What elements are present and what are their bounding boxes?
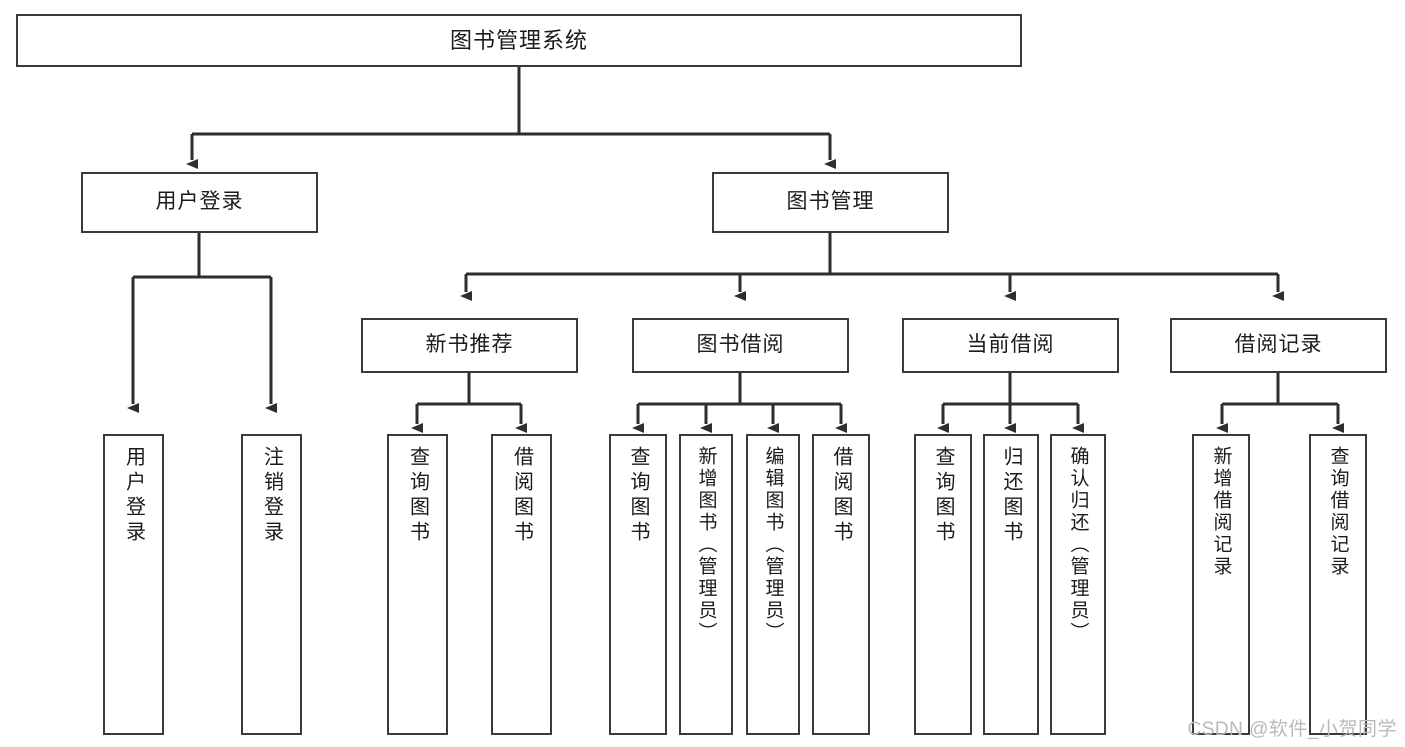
node-label: 借阅图书	[830, 446, 852, 546]
leaf-query-book-3[interactable]: 查询图书	[914, 434, 972, 735]
node-borrow-record[interactable]: 借阅记录	[1170, 318, 1387, 373]
node-label: 借阅记录	[1234, 333, 1323, 357]
node-label: 图书管理	[786, 190, 875, 214]
leaf-query-book-2[interactable]: 查询图书	[609, 434, 667, 735]
node-label: 查询借阅记录	[1327, 446, 1349, 578]
leaf-query-record[interactable]: 查询借阅记录	[1309, 434, 1367, 735]
node-label: 注销登录	[260, 446, 283, 546]
node-book-manage[interactable]: 图书管理	[712, 172, 949, 233]
node-label: 查询图书	[932, 446, 954, 546]
node-label: 归还图书	[1000, 446, 1022, 546]
node-label: 用户登录	[155, 190, 244, 214]
leaf-borrow-book-1[interactable]: 借阅图书	[491, 434, 552, 735]
node-label: 图书管理系统	[449, 27, 588, 53]
leaf-user-login[interactable]: 用户登录	[103, 434, 164, 735]
leaf-logout[interactable]: 注销登录	[241, 434, 302, 735]
node-label: 新增图书（管理员）	[695, 446, 717, 644]
node-book-borrow[interactable]: 图书借阅	[632, 318, 849, 373]
node-label: 编辑图书（管理员）	[762, 446, 784, 644]
leaf-add-record[interactable]: 新增借阅记录	[1192, 434, 1250, 735]
node-label: 确认归还（管理员）	[1067, 446, 1089, 644]
node-label: 查询图书	[406, 446, 429, 546]
leaf-add-book[interactable]: 新增图书（管理员）	[679, 434, 733, 735]
leaf-confirm-return[interactable]: 确认归还（管理员）	[1050, 434, 1106, 735]
node-current-borrow[interactable]: 当前借阅	[902, 318, 1119, 373]
node-label: 查询图书	[627, 446, 649, 546]
node-label: 借阅图书	[510, 446, 533, 546]
node-user-login[interactable]: 用户登录	[81, 172, 318, 233]
node-root-system[interactable]: 图书管理系统	[16, 14, 1022, 67]
csdn-watermark: CSDN @软件_小贺同学	[1187, 719, 1397, 740]
leaf-borrow-book-2[interactable]: 借阅图书	[812, 434, 870, 735]
node-label: 用户登录	[122, 446, 145, 546]
node-new-book-rec[interactable]: 新书推荐	[361, 318, 578, 373]
node-label: 当前借阅	[966, 333, 1055, 357]
node-label: 新书推荐	[425, 333, 514, 357]
leaf-edit-book[interactable]: 编辑图书（管理员）	[746, 434, 800, 735]
node-label: 图书借阅	[696, 333, 785, 357]
leaf-query-book-1[interactable]: 查询图书	[387, 434, 448, 735]
node-label: 新增借阅记录	[1210, 446, 1232, 578]
leaf-return-book[interactable]: 归还图书	[983, 434, 1039, 735]
